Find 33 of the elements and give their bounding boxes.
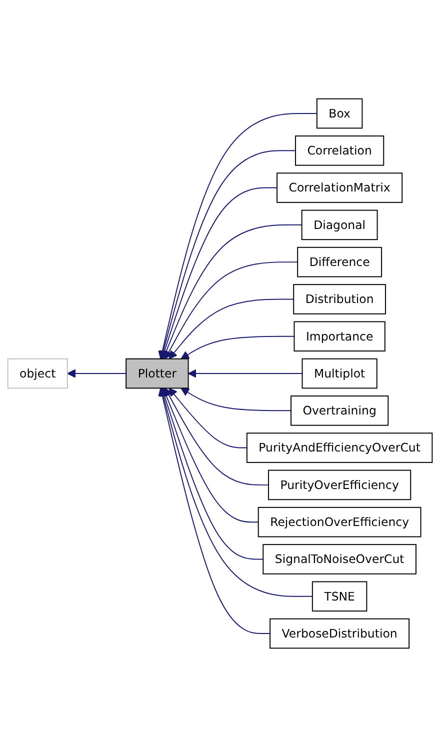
node-box: SignalToNoiseOverCut bbox=[262, 544, 416, 574]
node-box: Distribution bbox=[293, 284, 386, 314]
node-box: PurityAndEfficiencyOverCut bbox=[246, 432, 433, 463]
node-box: Importance bbox=[294, 321, 386, 352]
arrow bbox=[168, 388, 248, 448]
arrow bbox=[180, 388, 292, 412]
arrow bbox=[162, 224, 302, 360]
arrow bbox=[158, 388, 271, 634]
arrow bbox=[188, 369, 303, 378]
node-box: Difference bbox=[297, 246, 382, 278]
node-box: Box bbox=[316, 98, 363, 129]
node-box: RejectionOverEfficiency bbox=[258, 506, 422, 538]
arrow bbox=[67, 369, 127, 378]
node-box: PurityOverEfficiency bbox=[268, 470, 412, 500]
node-box: VerboseDistribution bbox=[270, 618, 410, 649]
arrow bbox=[159, 150, 296, 360]
arrow bbox=[162, 388, 259, 523]
node-box: Multiplot bbox=[302, 358, 378, 389]
arrow bbox=[160, 388, 264, 560]
arrow bbox=[158, 113, 318, 360]
node-box: object bbox=[7, 358, 68, 389]
node-box: Overtraining bbox=[290, 396, 389, 426]
arrow bbox=[168, 298, 294, 360]
node-box: TSNE bbox=[312, 581, 368, 612]
arrow bbox=[180, 336, 295, 360]
arrow bbox=[164, 388, 269, 486]
arrow bbox=[159, 388, 313, 597]
node-box: Plotter bbox=[126, 358, 189, 389]
node-box: Correlation bbox=[295, 135, 384, 166]
arrow bbox=[160, 187, 278, 360]
node-box: CorrelationMatrix bbox=[276, 172, 403, 203]
node-box: Diagonal bbox=[301, 210, 378, 240]
arrow bbox=[164, 262, 298, 360]
